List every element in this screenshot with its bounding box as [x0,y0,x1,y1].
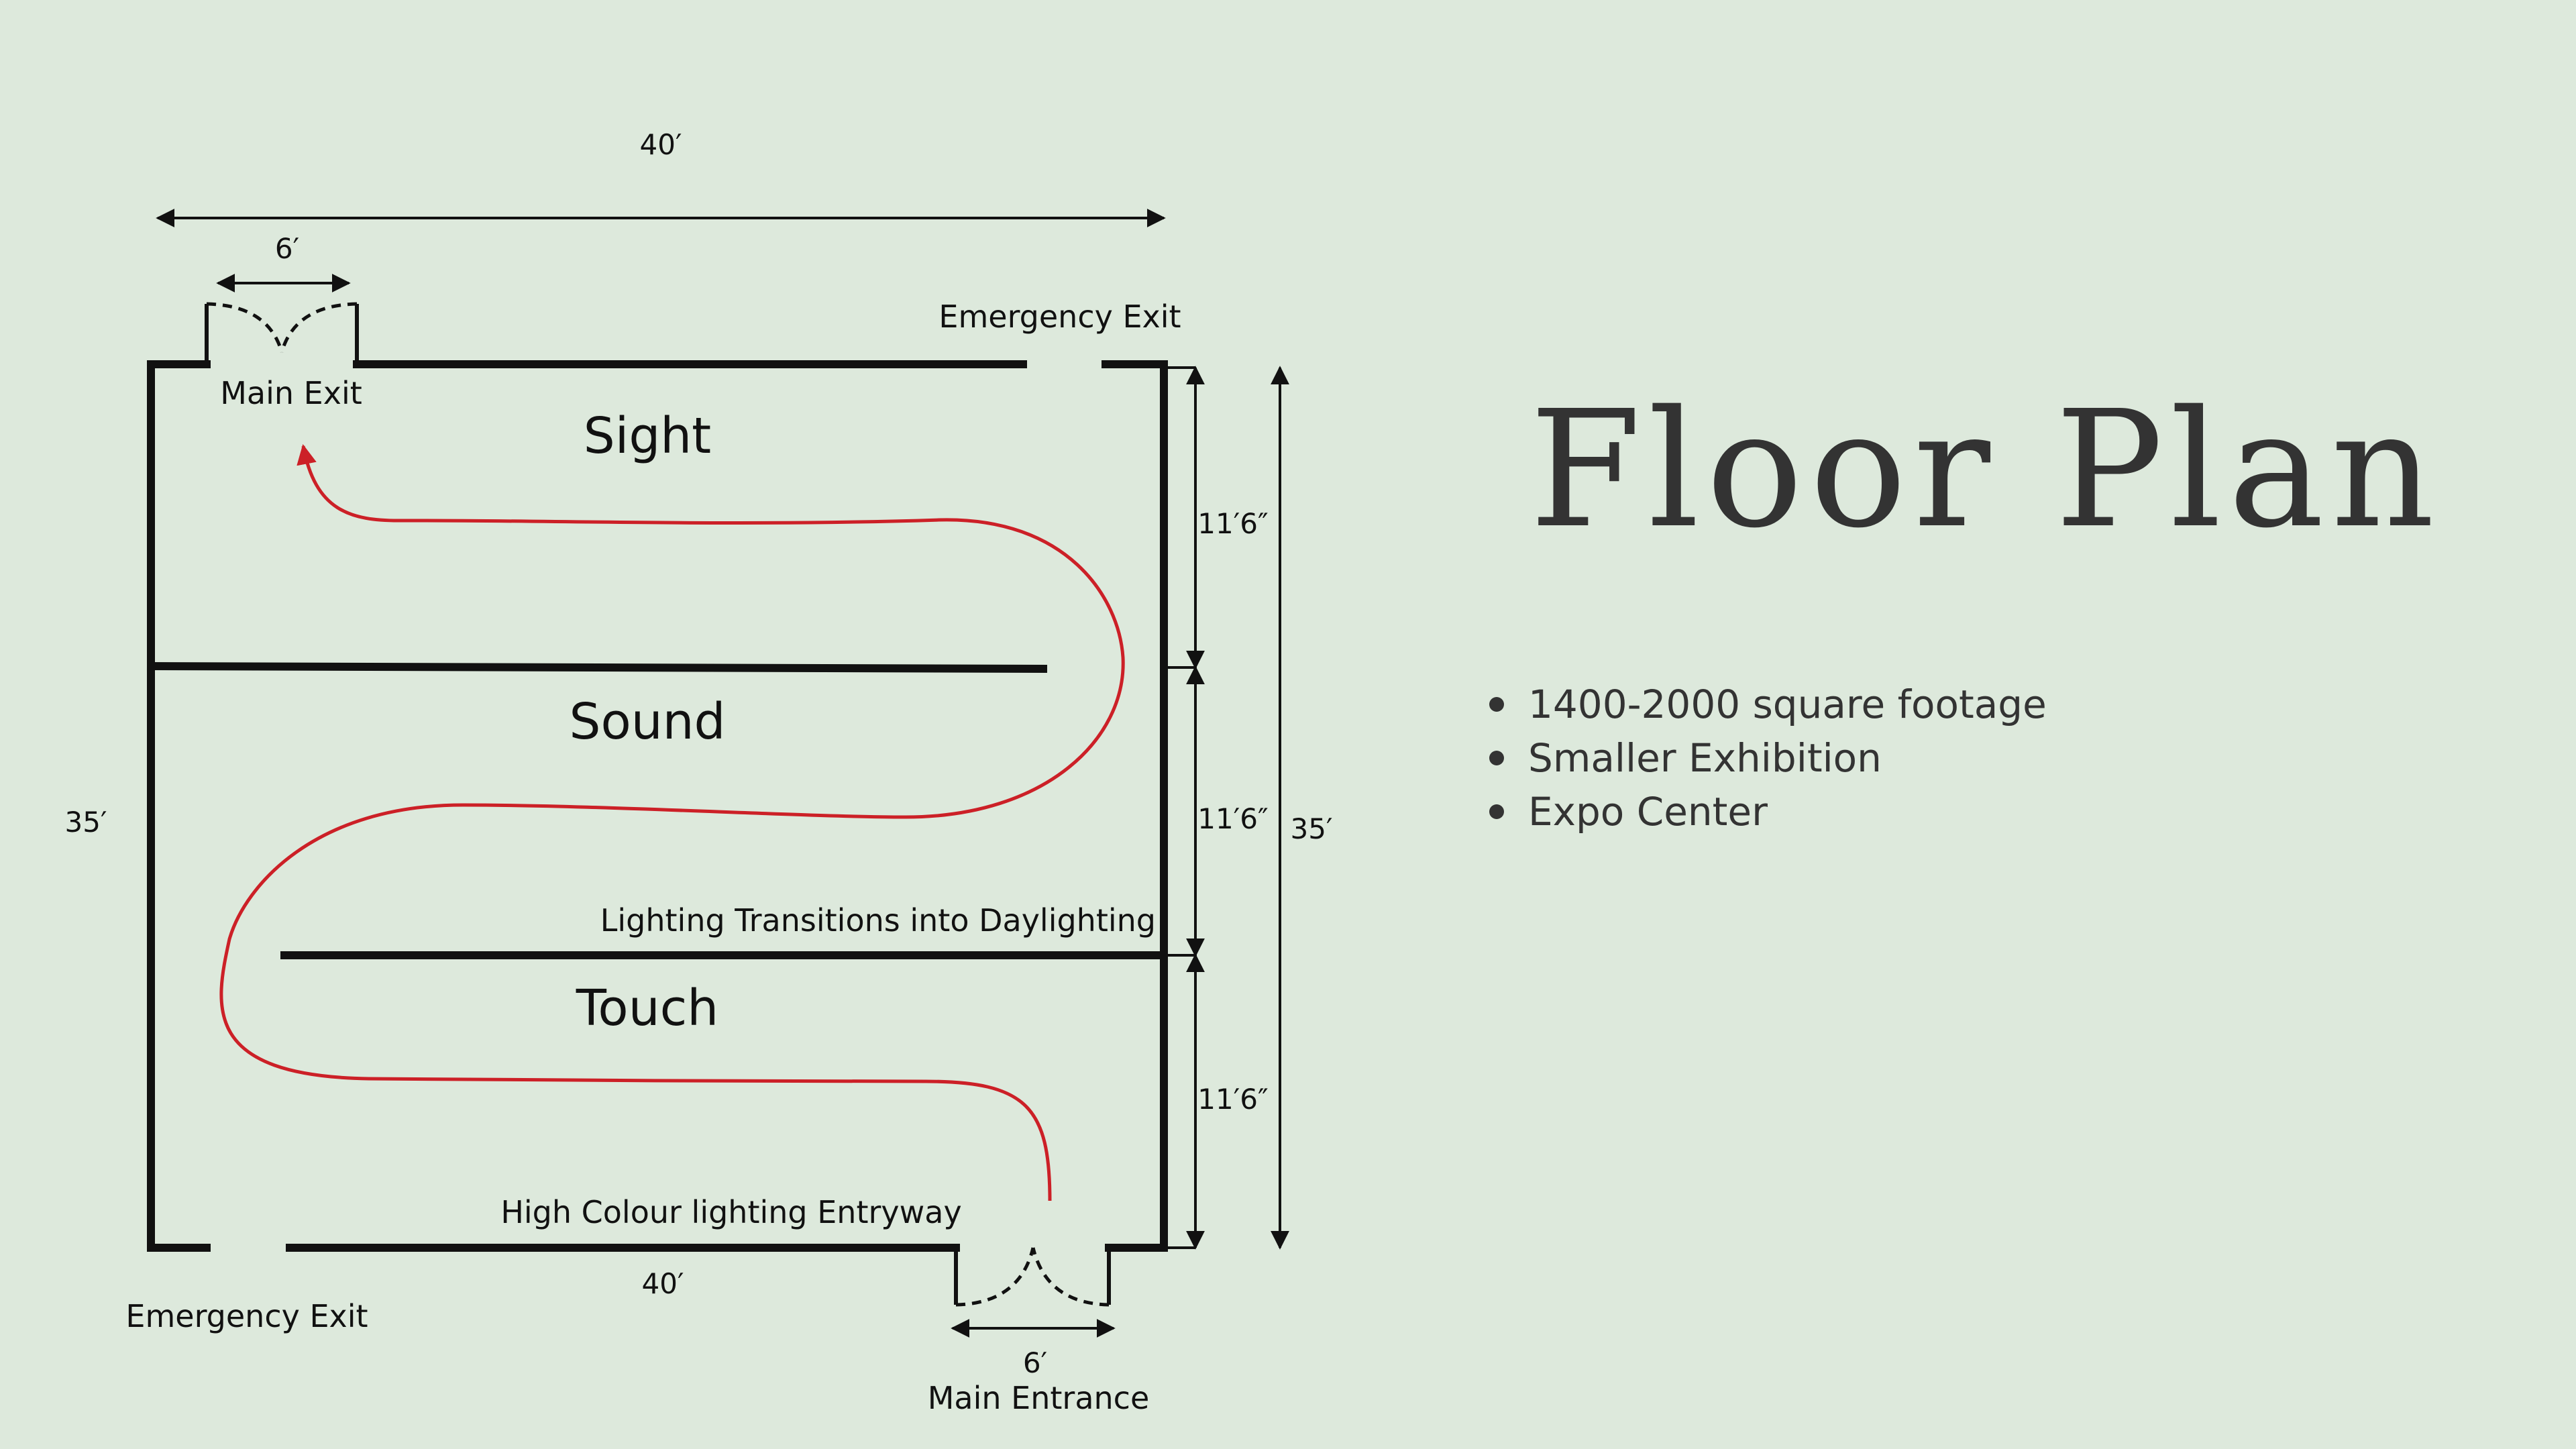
room-label-sight: Sight [584,407,711,465]
bullet-icon [1489,751,1504,765]
main-entrance-door [954,1247,1111,1307]
emergency-exit-bottom-label: Emergency Exit [125,1298,368,1334]
fact-text: Smaller Exhibition [1528,735,1882,781]
width-bottom-label: 40′ [642,1267,684,1300]
main-exit-door [205,302,359,364]
list-item: Smaller Exhibition [1489,731,2047,785]
dimension-arrows [156,209,1289,1338]
room-label-touch: Touch [576,979,718,1037]
fact-text: 1400-2000 square footage [1528,682,2047,727]
list-item: Expo Center [1489,785,2047,839]
bullet-icon [1489,804,1504,819]
entrance-width-label: 6′ [1023,1346,1047,1379]
page-title: Floor Plan [1529,376,2442,564]
bullet-icon [1489,697,1504,712]
main-exit-label: Main Exit [220,375,362,411]
section-2-label: 11′6″ [1197,802,1268,835]
width-top-label: 40′ [640,128,682,161]
section-1-label: 11′6″ [1197,507,1268,540]
fact-text: Expo Center [1528,789,1768,835]
outer-walls [147,360,1168,1252]
section-3-label: 11′6″ [1197,1083,1268,1116]
entry-lighting-note: High Colour lighting Entryway [500,1194,961,1230]
height-right-label: 35′ [1291,812,1333,845]
exit-width-label: 6′ [275,232,299,265]
visitor-path [219,444,1125,1201]
height-left-label: 35′ [65,806,107,839]
lighting-transition-note: Lighting Transitions into Daylighting [600,902,1156,938]
room-label-sound: Sound [569,693,725,751]
main-entrance-label: Main Entrance [928,1380,1150,1416]
list-item: 1400-2000 square footage [1489,678,2047,731]
facts-list: 1400-2000 square footage Smaller Exhibit… [1489,678,2047,839]
partition-walls [146,661,1168,959]
emergency-exit-top-label: Emergency Exit [938,299,1181,335]
